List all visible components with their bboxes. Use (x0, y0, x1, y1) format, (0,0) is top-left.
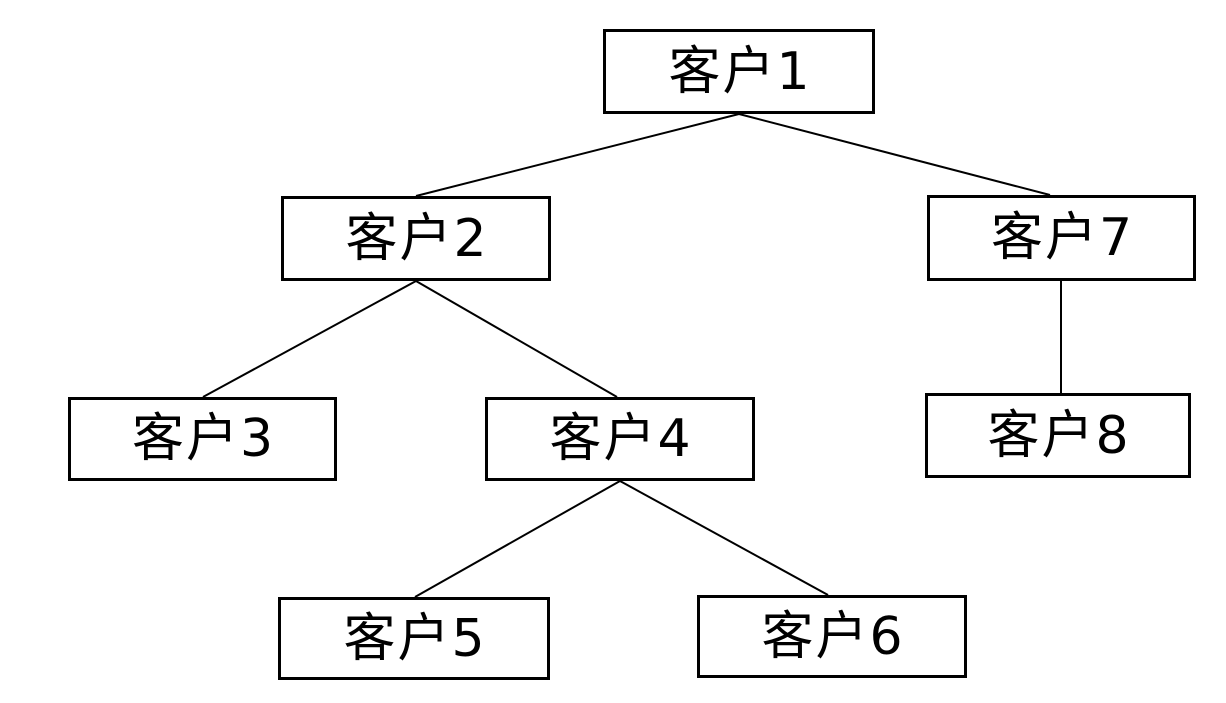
edge-customer-2-to-customer-4 (415, 280, 618, 398)
node-customer-1: 客户1 (603, 29, 875, 114)
node-customer-3: 客户3 (68, 397, 337, 481)
node-label-customer-3: 客户3 (131, 409, 274, 469)
node-customer-7: 客户7 (927, 195, 1196, 281)
node-number-customer-2: 2 (453, 208, 487, 269)
edge-customer-2-to-customer-3 (202, 280, 417, 398)
node-label-customer-6: 客户6 (761, 606, 903, 667)
node-label-customer-5: 客户5 (343, 608, 485, 669)
node-number-customer-8: 8 (1095, 405, 1129, 466)
node-customer-2: 客户2 (281, 196, 551, 281)
node-label-customer-1: 客户1 (668, 41, 810, 102)
node-number-customer-3: 3 (239, 409, 274, 469)
node-number-customer-4: 4 (657, 409, 691, 469)
edge-customer-1-to-customer-2 (415, 113, 740, 197)
edge-customer-1-to-customer-7 (738, 113, 1051, 196)
node-label-customer-8: 客户8 (987, 405, 1129, 466)
node-customer-6: 客户6 (697, 595, 967, 678)
edge-customer-4-to-customer-5 (414, 480, 621, 598)
node-customer-8: 客户8 (925, 393, 1191, 478)
node-number-customer-5: 5 (451, 608, 485, 669)
node-label-customer-7: 客户7 (990, 208, 1133, 268)
edge-customer-4-to-customer-6 (619, 480, 829, 596)
node-label-customer-2: 客户2 (345, 208, 487, 269)
node-number-customer-1: 1 (776, 41, 810, 102)
node-label-customer-4: 客户4 (549, 409, 691, 469)
node-number-customer-6: 6 (869, 606, 903, 667)
node-number-customer-7: 7 (1098, 208, 1133, 268)
node-customer-4: 客户4 (485, 397, 755, 481)
node-customer-5: 客户5 (278, 597, 550, 680)
